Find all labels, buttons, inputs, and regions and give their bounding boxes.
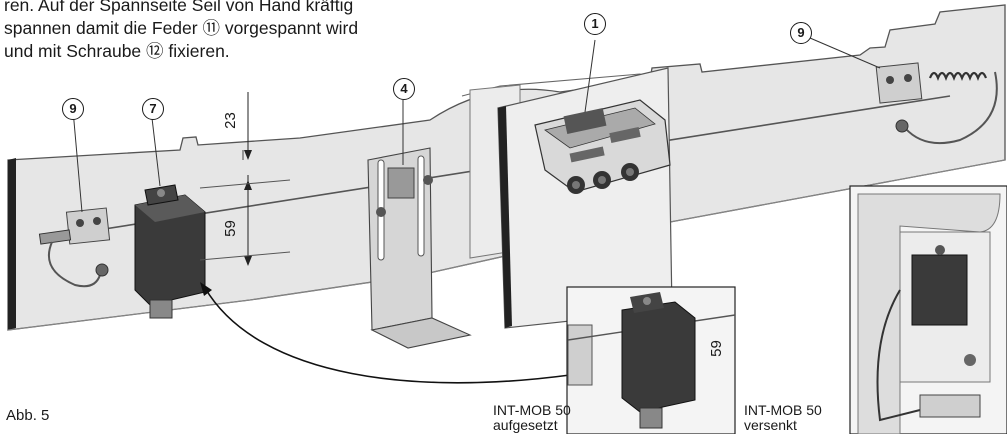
callout-1: 1 [584,13,606,35]
detail-arrow [204,287,571,384]
mounting-bracket [367,100,472,349]
evaluation-unit [534,39,671,194]
instruction-line: spannen damit die Feder ⑪ vorgespannt wi… [4,18,359,38]
cable-anchor-right [809,37,998,144]
caption-surface-mounted: INT-MOB 50 aufgesetzt [493,403,571,433]
instruction-line: ren. Auf der Spannseite Seil von Hand kr… [4,0,354,15]
caption-line: INT-MOB 50 [493,402,571,418]
callout-4: 4 [393,78,415,100]
caption-recessed: INT-MOB 50 versenkt [744,403,822,433]
detail-recessed [849,185,1007,434]
caption-line: aufgesetzt [493,417,558,433]
figure-label: Abb. 5 [6,407,50,424]
caption-line: INT-MOB 50 [744,402,822,418]
dimension-top: 23 [221,112,239,129]
callout-9-right: 9 [790,22,812,44]
instruction-line: und mit Schraube ⑫ fixieren. [4,41,230,61]
dimension-middle: 59 [221,220,239,237]
dimension-detail: 59 [707,340,725,357]
callout-7: 7 [142,98,164,120]
cable-anchor-left [38,109,111,288]
callout-9-left: 9 [62,98,84,120]
dimension-markers [199,92,291,266]
instruction-text: ren. Auf der Spannseite Seil von Hand kr… [4,0,496,63]
caption-line: versenkt [744,417,797,433]
detail-surface-mounted [566,286,736,434]
detector-surface-mounted [134,117,206,319]
